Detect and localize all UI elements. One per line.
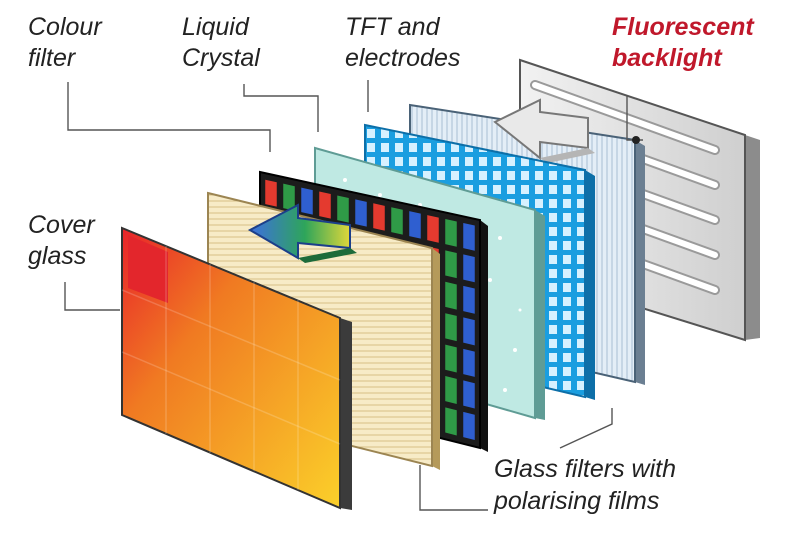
subpixel bbox=[301, 187, 313, 215]
subpixel bbox=[265, 179, 277, 207]
backlight-leader-dot bbox=[632, 136, 640, 144]
backlight-arrow bbox=[493, 98, 595, 163]
subpixel bbox=[463, 380, 475, 409]
subpixel bbox=[463, 348, 475, 377]
subpixel bbox=[445, 250, 457, 279]
subpixel bbox=[445, 344, 457, 373]
label-cover-glass: Cover glass bbox=[28, 211, 96, 270]
label-tft-line1: TFT and bbox=[345, 13, 441, 41]
liquid-crystal-leader bbox=[243, 84, 319, 132]
subpixel bbox=[283, 183, 295, 211]
label-backlight-line1: Fluorescent bbox=[612, 13, 755, 41]
label-colour-filter-line1: Colour bbox=[28, 13, 103, 41]
subpixel bbox=[445, 313, 457, 342]
label-colour-filter: Colour filter bbox=[28, 13, 103, 72]
subpixel bbox=[373, 203, 385, 231]
subpixel bbox=[445, 376, 457, 404]
label-backlight-line2: backlight bbox=[612, 44, 723, 72]
subpixel bbox=[445, 219, 457, 247]
glass-filters-leader-right bbox=[559, 408, 613, 449]
label-tft-line2: electrodes bbox=[345, 44, 460, 72]
label-liquid-crystal: Liquid Crystal bbox=[182, 13, 261, 72]
subpixel bbox=[319, 191, 331, 219]
subpixel bbox=[409, 211, 421, 239]
subpixel bbox=[427, 215, 439, 243]
subpixel bbox=[355, 199, 367, 227]
subpixel bbox=[391, 207, 403, 235]
subpixel bbox=[445, 281, 457, 310]
label-cover-glass-line2: glass bbox=[28, 242, 86, 270]
cover-glass-leader bbox=[64, 282, 120, 311]
cover-glass-layer bbox=[121, 226, 352, 510]
subpixel bbox=[463, 317, 475, 346]
label-glass-filters-line2: polarising films bbox=[493, 487, 659, 515]
subpixel bbox=[463, 254, 475, 283]
subpixel bbox=[463, 285, 475, 314]
coloured-light-arrow bbox=[247, 203, 357, 263]
subpixel bbox=[463, 222, 475, 251]
label-colour-filter-line2: filter bbox=[28, 44, 77, 72]
leader-lines bbox=[64, 80, 643, 511]
label-backlight: Fluorescent backlight bbox=[612, 13, 755, 72]
label-liquid-crystal-line2: Crystal bbox=[182, 44, 261, 72]
subpixel bbox=[445, 407, 457, 436]
label-cover-glass-line1: Cover bbox=[28, 211, 96, 239]
glass-filters-leader-left bbox=[419, 465, 488, 511]
label-liquid-crystal-line1: Liquid bbox=[182, 13, 250, 41]
label-tft: TFT and electrodes bbox=[345, 13, 460, 72]
label-glass-filters: Glass filters with polarising films bbox=[493, 455, 676, 515]
label-glass-filters-line1: Glass filters with bbox=[494, 455, 676, 483]
subpixel bbox=[463, 411, 475, 441]
subpixel bbox=[337, 195, 349, 223]
colour-filter-leader bbox=[67, 82, 271, 152]
